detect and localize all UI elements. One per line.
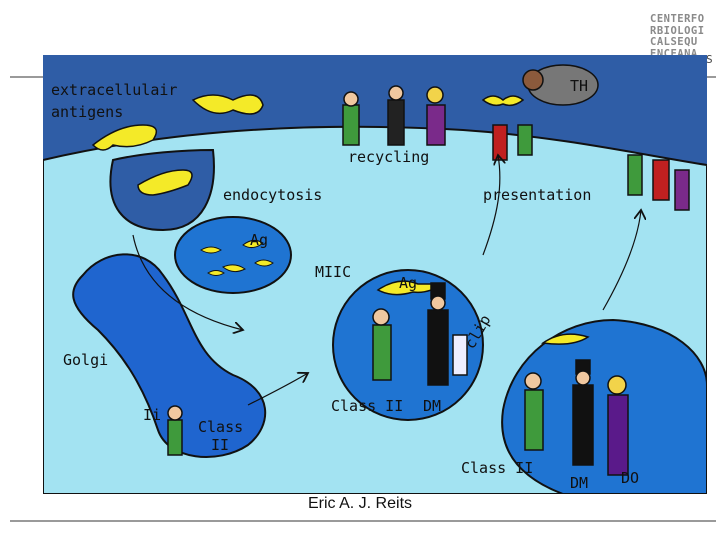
author-caption: Eric A. J. Reits (307, 495, 413, 512)
do-figure (426, 104, 446, 146)
fusion-vesicle (501, 318, 707, 494)
antigen-blob (191, 94, 264, 115)
label-th: TH (570, 77, 588, 95)
golgi-arrow (247, 373, 308, 406)
recycling-arrow (482, 155, 500, 256)
pathway-arrows (132, 155, 641, 406)
character-figures (167, 64, 690, 476)
extracellular-antigens (91, 94, 590, 345)
antigen-blob (540, 333, 590, 345)
label-class: Class (198, 418, 243, 436)
label-dm-miic: DM (423, 397, 441, 415)
logo-line: CALSEQU (650, 36, 698, 48)
label-class-ii-miic: Class II (331, 397, 403, 415)
golgi-apparatus (72, 253, 267, 458)
presentation-arrow (602, 210, 641, 311)
bottom-divider (10, 520, 716, 522)
label-extracellular: extracellulair (51, 81, 177, 99)
label-presentation: presentation (483, 186, 591, 204)
label-golgi: Golgi (63, 351, 108, 369)
label-ag-miic: Ag (399, 274, 417, 292)
endosome-vesicle (174, 216, 292, 294)
logo-line: CENTERFO (650, 13, 705, 25)
endocytosis-arrow (132, 234, 243, 330)
label-ii: Ii (143, 406, 161, 424)
logo-line: RBIOLOGI (650, 24, 705, 37)
label-ag-vesicle: Ag (250, 231, 268, 249)
label-class-ii-golgi: II (211, 436, 229, 454)
label-do: DO (621, 469, 639, 487)
logo-extra: S (706, 53, 714, 66)
antigen-blob (481, 95, 525, 107)
antigen-blob (137, 169, 193, 196)
label-antigens: antigens (51, 103, 123, 121)
mhc-figure (342, 104, 360, 146)
dm-figure (387, 99, 405, 146)
antigen-fragments (200, 239, 274, 276)
antigen-presentation-diagram: extracellulair antigens recycling endocy… (43, 55, 707, 494)
label-miic: MIIC (315, 263, 351, 281)
logo-line: ENCEANA (650, 47, 698, 60)
institute-logo: CENTERFO RBIOLOGI CALSEQU ENCEANA S (650, 13, 713, 65)
label-endocytosis: endocytosis (223, 186, 322, 204)
antigen-blob (91, 124, 158, 151)
label-class-ii-vesicle: Class II (461, 459, 533, 477)
label-recycling: recycling (348, 148, 429, 166)
label-dm-vesicle: DM (570, 474, 588, 492)
